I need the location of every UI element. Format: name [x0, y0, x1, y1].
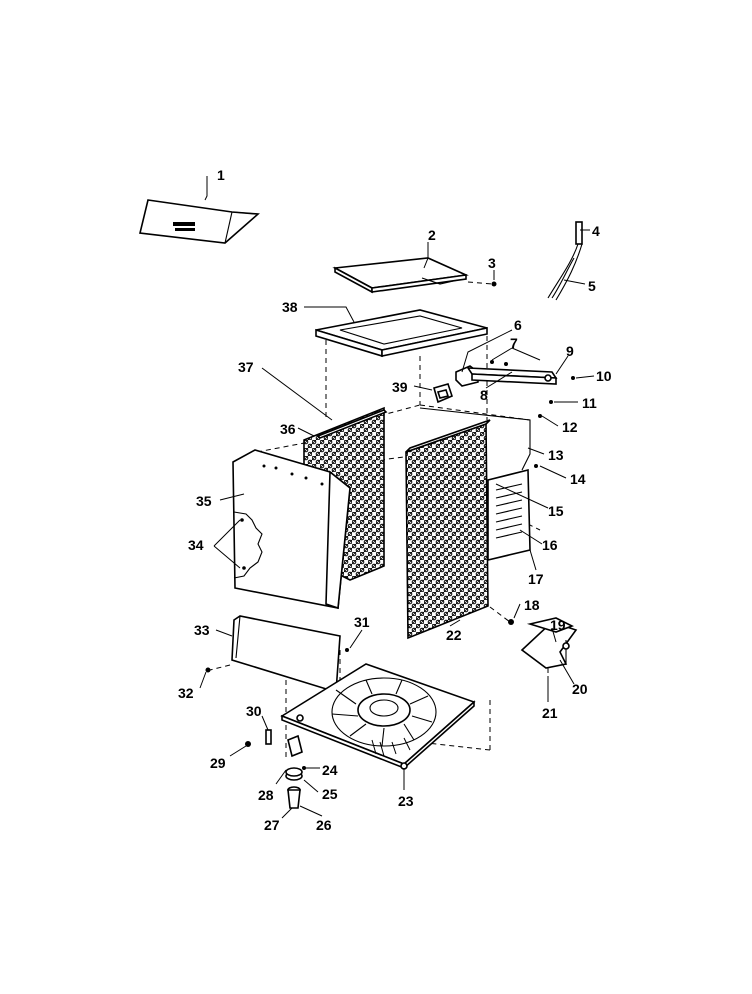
callout-4: 4	[592, 223, 600, 239]
callout-14: 14	[570, 471, 586, 487]
callout-leader-lines	[199, 176, 595, 819]
callout-36: 36	[280, 421, 296, 437]
callout-10: 10	[596, 368, 612, 384]
callout-7: 7	[510, 335, 518, 351]
part-33-kick-panel	[231, 615, 341, 694]
callout-13: 13	[548, 447, 564, 463]
part-3-screw	[491, 281, 497, 287]
part-32-screw	[205, 667, 211, 673]
callout-18: 18	[524, 597, 540, 613]
callout-26: 26	[316, 817, 332, 833]
callout-19: 19	[550, 617, 566, 633]
callout-2: 2	[428, 227, 436, 243]
part-23-base-pan	[280, 663, 476, 770]
callout-20: 20	[572, 681, 588, 697]
part-6-11-bracket-assembly	[455, 360, 575, 404]
part-1-control-panel	[139, 199, 260, 244]
callout-3: 3	[488, 255, 496, 271]
part-35-front-panel	[232, 449, 351, 610]
callout-6: 6	[514, 317, 522, 333]
callout-27: 27	[264, 817, 280, 833]
callout-32: 32	[178, 685, 194, 701]
callout-35: 35	[196, 493, 212, 509]
callout-23: 23	[398, 793, 414, 809]
callout-1: 1	[217, 167, 225, 183]
callout-21: 21	[542, 705, 558, 721]
callout-33: 33	[194, 622, 210, 638]
callout-39: 39	[392, 379, 408, 395]
callout-25: 25	[322, 786, 338, 802]
part-2-top-cover	[332, 257, 469, 294]
part-18-screw	[508, 619, 514, 625]
part-38-top-frame	[315, 309, 488, 358]
callout-16: 16	[542, 537, 558, 553]
callout-5: 5	[588, 278, 596, 294]
callout-38: 38	[282, 299, 298, 315]
callout-labels: 1 2 3 4 5 6 7 8 9 10 11 12 13 14 15 16 1…	[178, 167, 612, 833]
part-39-bracket	[433, 383, 453, 404]
part-4-5-power-cord	[547, 221, 583, 301]
callout-24: 24	[322, 762, 338, 778]
callout-34: 34	[188, 537, 204, 553]
callout-28: 28	[258, 787, 274, 803]
part-24-30-leg-hardware	[245, 729, 306, 809]
part-22-right-screen-panel	[405, 419, 491, 640]
callout-30: 30	[246, 703, 262, 719]
callout-9: 9	[566, 343, 574, 359]
callout-12: 12	[562, 419, 578, 435]
callout-31: 31	[354, 614, 370, 630]
callout-29: 29	[210, 755, 226, 771]
callout-37: 37	[238, 359, 254, 375]
callout-17: 17	[528, 571, 544, 587]
callout-8: 8	[480, 387, 488, 403]
callout-22: 22	[446, 627, 462, 643]
callout-11: 11	[582, 395, 597, 411]
part-19-20-clip-bracket	[520, 617, 578, 676]
callout-15: 15	[548, 503, 564, 519]
part-31-screw	[345, 648, 349, 652]
